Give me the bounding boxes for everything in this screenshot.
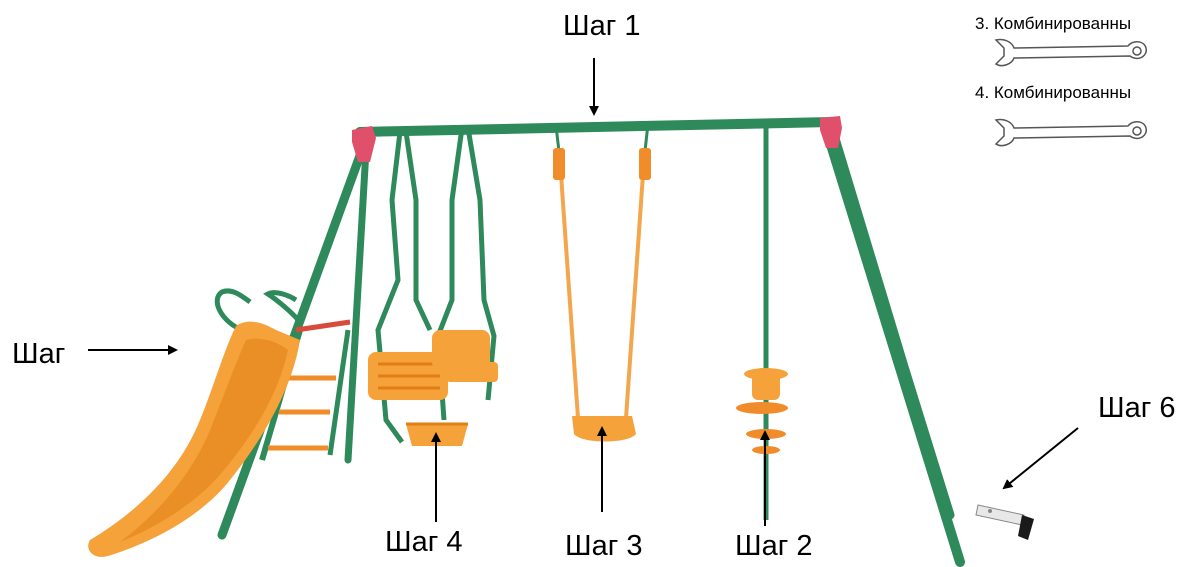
step6-arrow [1002, 427, 1079, 490]
slide [88, 288, 351, 557]
tool-label-3: 3. Комбинированны [975, 14, 1132, 33]
step2-label: Шаг 2 [735, 530, 813, 562]
callout-arrows [88, 58, 1079, 526]
left-corner-connector [352, 126, 376, 162]
tool-label-4: 4. Комбинированны [975, 83, 1132, 102]
step6-label: Шаг 6 [1098, 392, 1176, 424]
step4-label: Шаг 4 [385, 526, 463, 558]
disk-swing [736, 122, 788, 520]
wrench-icon [994, 118, 1147, 147]
glider-seats [368, 330, 498, 446]
wrench-icon [994, 38, 1147, 67]
swing-frame [217, 117, 965, 567]
belt-swing [553, 123, 651, 442]
step1-label: Шаг 1 [563, 10, 641, 42]
ground-stake [975, 504, 1034, 540]
step3-label: Шаг 3 [565, 530, 643, 562]
step5-label: Шаг [12, 338, 66, 370]
right-corner-connector [820, 116, 842, 148]
